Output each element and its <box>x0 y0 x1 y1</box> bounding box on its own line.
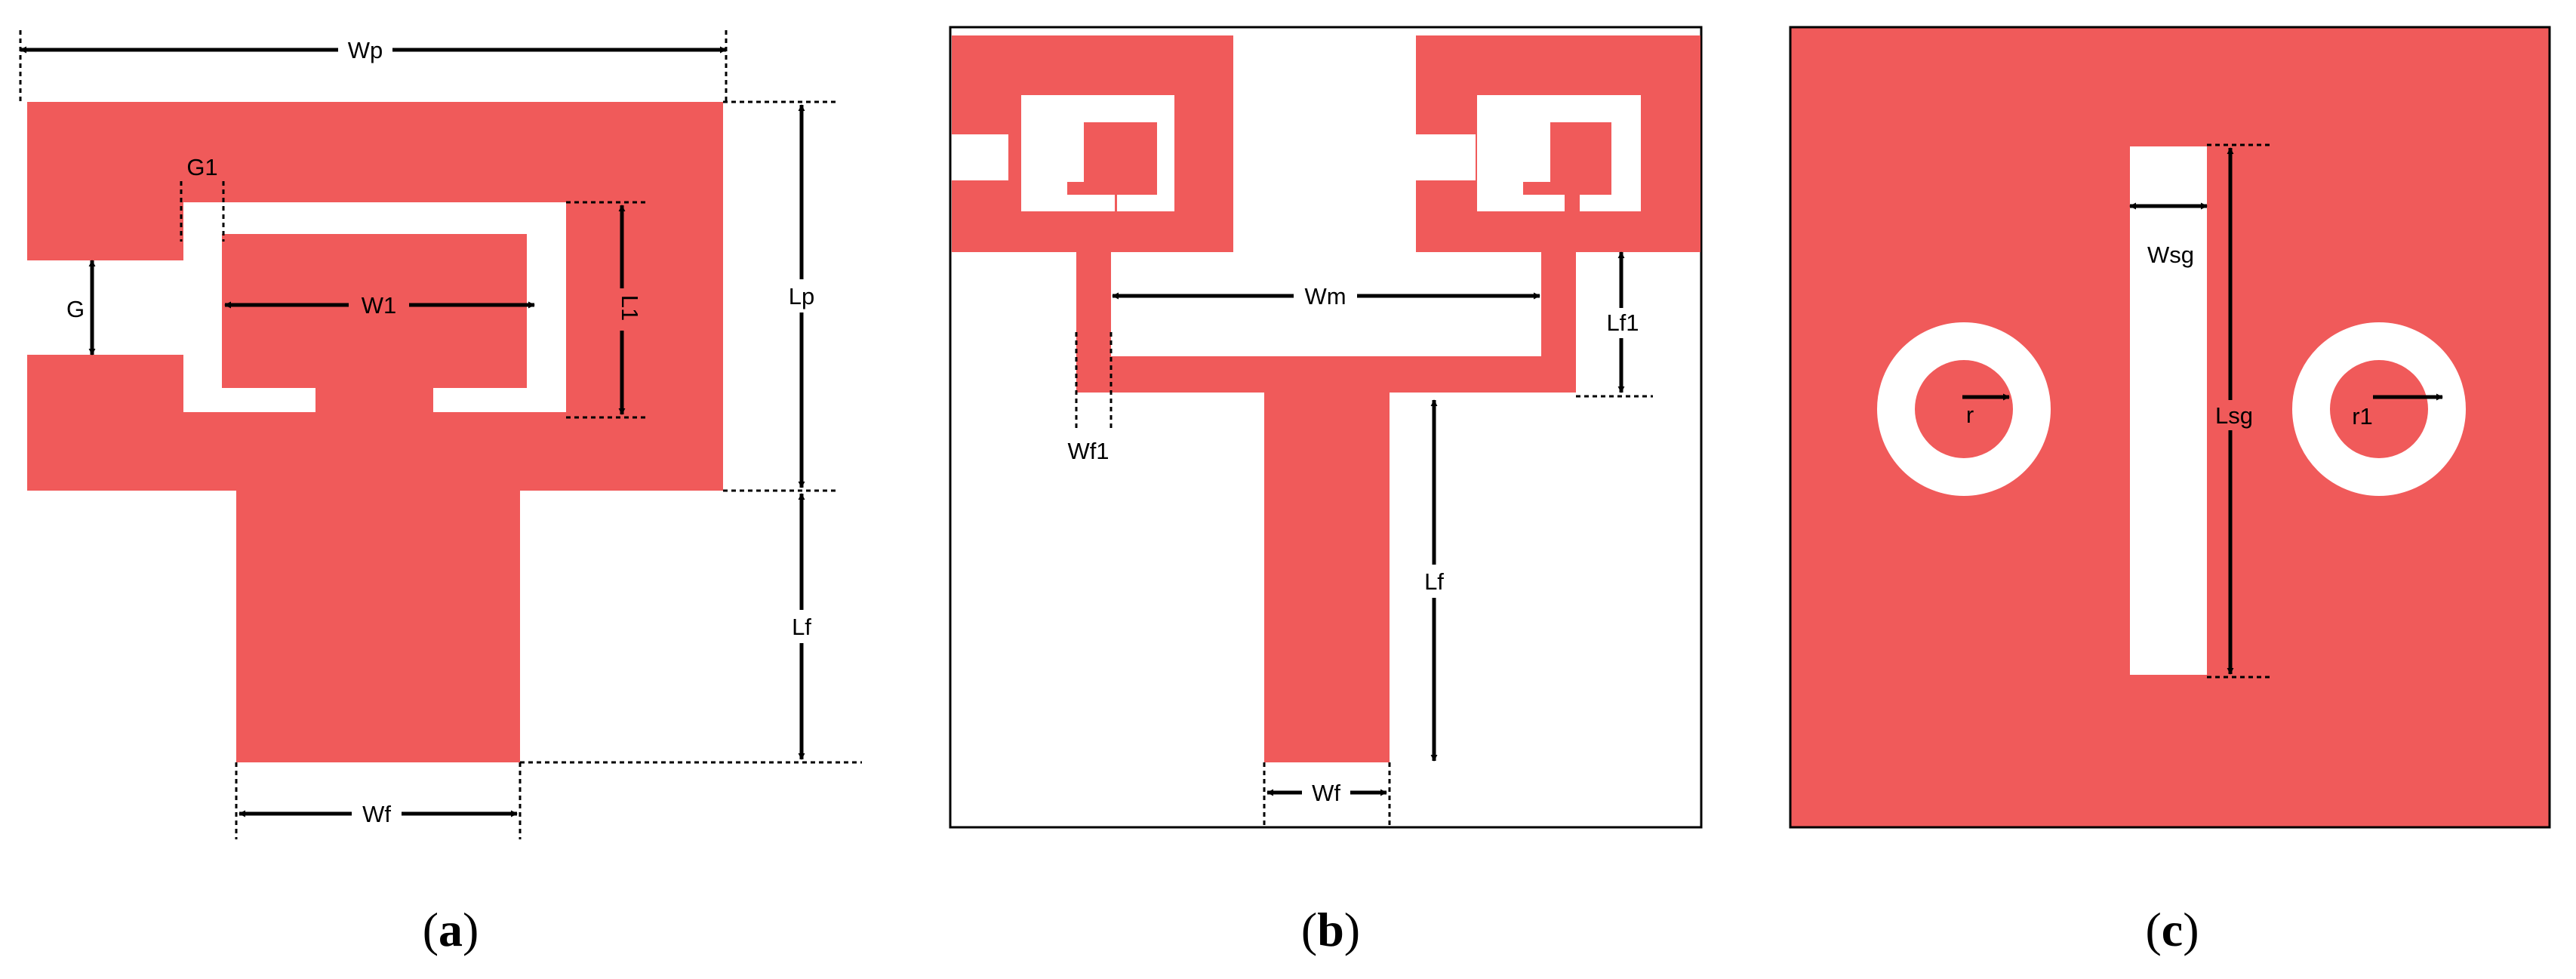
dim-lsg-label: Lsg <box>2215 402 2253 429</box>
dim-r1-label: r1 <box>2352 403 2373 429</box>
panel-b: Wm Lf1 Wf1 Lf Wf (b) <box>949 26 1703 956</box>
ground-slot <box>2130 146 2207 675</box>
caption-a: (a) <box>423 903 479 956</box>
resonator-right-metal <box>1416 35 1700 252</box>
resonator-left-metal <box>952 35 1233 252</box>
ring-slot-left <box>1877 322 2051 496</box>
dim-l1-label: L1 <box>617 295 643 321</box>
caption-c: (c) <box>2145 903 2199 956</box>
dim-lf1-label: Lf1 <box>1606 309 1639 336</box>
dim-g-label: G <box>66 296 85 322</box>
dim-wsg-label: Wsg <box>2147 242 2194 268</box>
panel-a: Wp G1 G W1 L1 Lp Lf Wf <box>19 30 862 956</box>
feed-b-metal <box>1076 252 1576 762</box>
dim-w1-label: W1 <box>362 292 397 319</box>
ring-slot-right <box>2292 322 2466 496</box>
dim-g1-label: G1 <box>186 154 217 180</box>
dim-wm-label: Wm <box>1304 283 1346 309</box>
dim-wp-label: Wp <box>348 37 383 63</box>
dim-wf-b-label: Wf <box>1312 780 1340 806</box>
dim-lf-b-label: Lf <box>1424 568 1444 595</box>
dim-wf1-label: Wf1 <box>1067 438 1109 464</box>
panel-c: Wsg Lsg r r1 (c) <box>1789 26 2551 956</box>
dim-r-label: r <box>1966 402 1974 428</box>
dim-lf-label: Lf <box>792 614 811 640</box>
patch-a-metal <box>27 102 723 762</box>
dim-lp-label: Lp <box>789 283 814 309</box>
caption-b: (b) <box>1301 903 1360 956</box>
dim-wf-label: Wf <box>362 801 391 827</box>
